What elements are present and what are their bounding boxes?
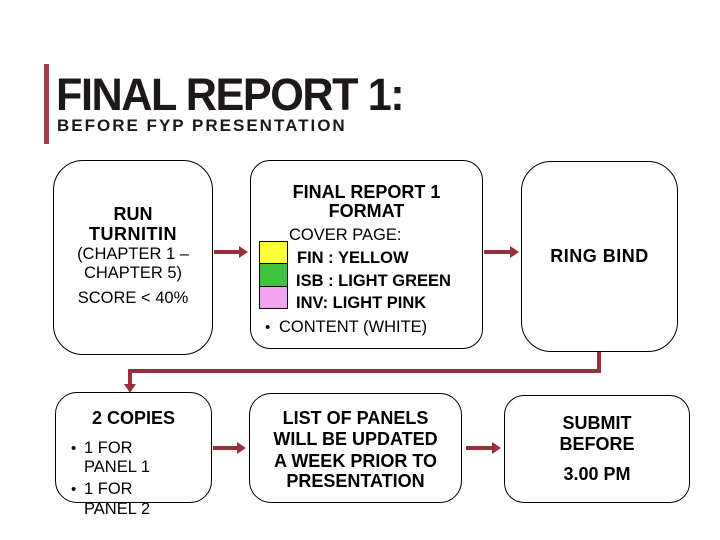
box-line: RUN [113,204,153,224]
bullet-dot: • [71,440,77,457]
box-line: 1 FOR [84,439,133,457]
box-2-copies: 2 COPIES • 1 FOR PANEL 1 • 1 FOR PANEL 2 [55,392,212,518]
arrow-shaft [484,250,510,254]
box-line: PANEL 1 [84,458,151,476]
format-item: COVER PAGE: [289,226,402,244]
arrow-shaft [214,250,239,254]
box-line: CHAPTER 5) [83,264,183,282]
pink-swatch [259,285,288,309]
box-line: LIST OF PANELS [282,408,429,428]
box-line: TURNITIN [89,224,177,244]
box-line: 3.00 PM [563,464,631,484]
box-line: WILL BE UPDATED [273,429,438,449]
elbow-connector-vertical [597,352,601,371]
format-subitem: INV: LIGHT PINK [296,294,427,312]
arrow-right-icon [510,246,519,258]
arrow-shaft [213,446,237,450]
box-ring-bind: RING BIND [521,161,678,352]
box-line: 1 FOR [84,480,133,498]
box-report-format: FINAL REPORT 1 FORMAT COVER PAGE: FIN : … [250,160,483,349]
format-heading-line: FORMAT [328,201,405,221]
page-title: FINAL REPORT 1: [56,69,405,120]
box-line: SUBMIT [562,413,632,433]
green-swatch [259,262,288,287]
cover-color-swatches [259,241,288,309]
arrow-down-icon [124,384,136,393]
format-item: CONTENT (WHITE) [279,318,428,336]
title-accent-bar [44,64,49,144]
format-subitem: ISB : LIGHT GREEN [296,272,451,290]
page-subtitle: BEFORE FYP PRESENTATION [57,116,347,135]
box-line: PANEL 2 [84,500,151,518]
box-run-turnitin: RUN TURNITIN (CHAPTER 1 – CHAPTER 5) SCO… [53,160,213,355]
box-line: (CHAPTER 1 – [77,245,189,263]
box-line: A WEEK PRIOR TO [273,451,437,471]
arrow-right-icon [237,442,246,454]
yellow-swatch [259,241,288,264]
arrow-shaft [466,446,492,450]
format-heading-line: FINAL REPORT 1 [292,182,441,202]
elbow-connector-vertical [128,372,132,385]
box-line: 2 COPIES [91,408,176,428]
bullet-dot: • [265,319,271,336]
format-subitem: FIN : YELLOW [297,249,409,267]
box-line: SCORE < 40% [77,289,189,307]
bullet-dot: • [71,481,77,498]
box-line: PRESENTATION [286,471,425,491]
arrow-right-icon [239,246,248,258]
arrow-right-icon [492,442,501,454]
box-line: RING BIND [550,246,649,266]
elbow-connector-horizontal [128,369,601,373]
box-line: BEFORE [559,434,635,454]
box-submit-before: SUBMIT BEFORE 3.00 PM [504,395,690,503]
box-panel-list: LIST OF PANELS WILL BE UPDATED A WEEK PR… [249,393,462,503]
